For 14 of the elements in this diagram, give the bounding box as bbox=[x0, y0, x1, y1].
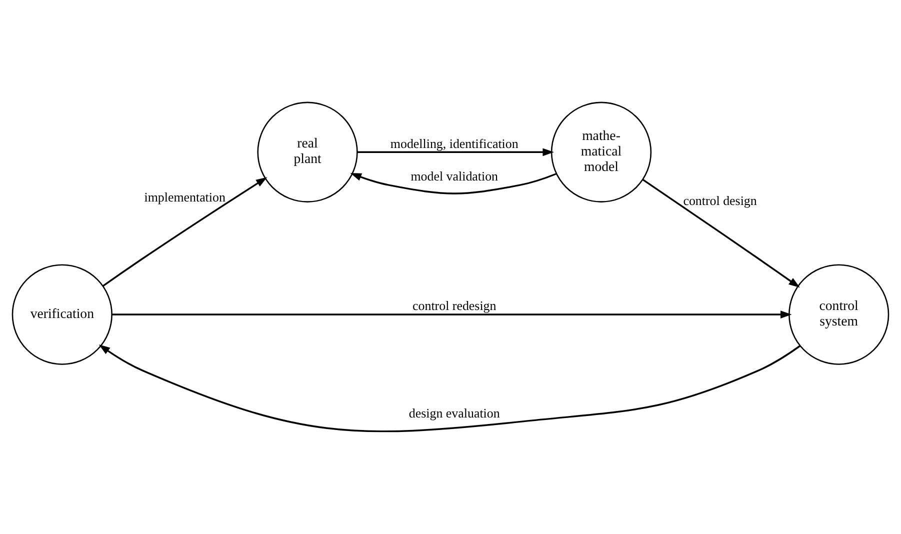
arrow bbox=[357, 148, 554, 156]
edge-label: model validation bbox=[410, 168, 498, 184]
arrow bbox=[98, 344, 801, 432]
edge-label: control design bbox=[683, 192, 757, 208]
edge-label: modelling, identification bbox=[390, 136, 518, 151]
arrow bbox=[102, 177, 268, 287]
node-circle: mathe- matical model bbox=[550, 102, 652, 202]
arrow bbox=[112, 310, 792, 318]
edge-label: design evaluation bbox=[408, 405, 500, 420]
arrow bbox=[350, 172, 556, 194]
node-circle: real plant bbox=[257, 102, 358, 202]
edge-label: control redesign bbox=[412, 298, 496, 314]
arrow bbox=[642, 179, 800, 288]
edge-label: implementation bbox=[144, 189, 226, 204]
